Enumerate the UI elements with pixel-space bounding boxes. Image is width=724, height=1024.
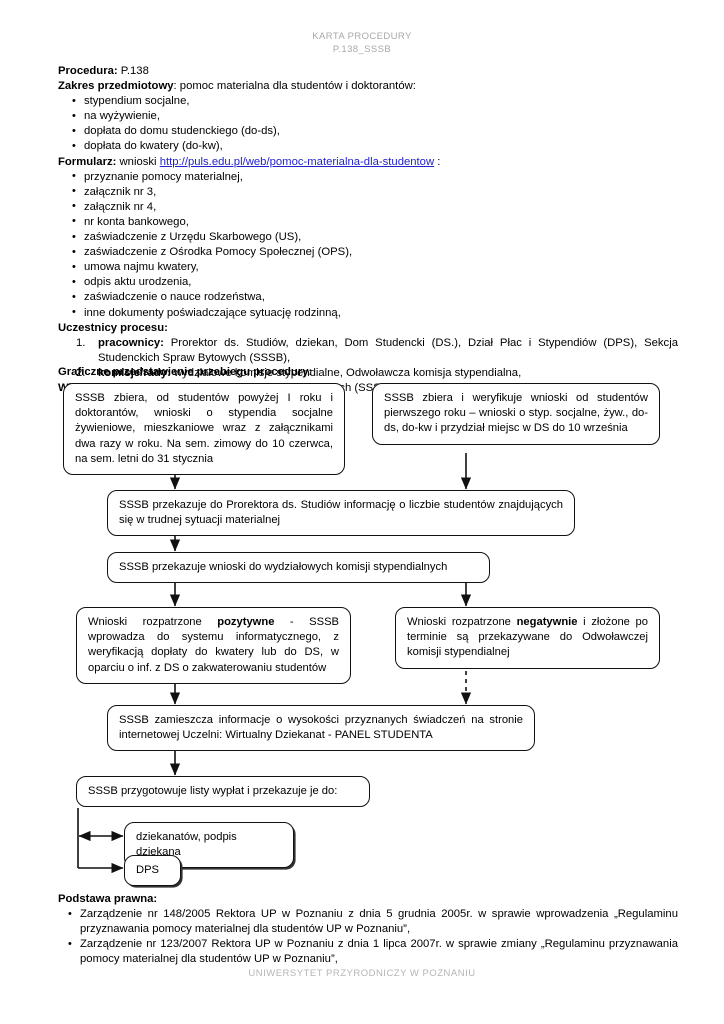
procedure-line: Procedura: P.138 <box>58 64 678 79</box>
forms-line: Formularz: wnioski http://puls.edu.pl/we… <box>58 155 678 170</box>
list-item: dopłata do kwatery (do-kw), <box>72 139 678 154</box>
procedure-value: P.138 <box>120 65 149 77</box>
flow-node-payment-lists[interactable]: SSSB przygotowuje listy wypłat i przekaz… <box>76 776 370 808</box>
positive-prefix: Wnioski rozpatrzone <box>88 616 218 628</box>
header-code: P.138_SSSB <box>332 44 392 55</box>
flow-node-dps[interactable]: DPS <box>124 855 181 887</box>
legal-basis-label-text: Podstawa prawna: <box>58 893 158 905</box>
forms-link[interactable]: http://puls.edu.pl/web/pomoc-materialna-… <box>159 155 435 168</box>
list-item: komisje/rady: wydziałowe komisje stypend… <box>76 366 678 381</box>
list-item: nr konta bankowego, <box>72 214 678 230</box>
list-item: załącznik nr 4, <box>72 199 678 215</box>
list-item: zaświadczenie z Ośrodka Pomocy Społeczne… <box>72 245 678 260</box>
document-body: Procedura: P.138 Zakres przedmiotowy: po… <box>58 64 678 396</box>
participants-list: pracownicy: Prorektor ds. Studiów, dziek… <box>58 336 678 381</box>
forms-list: przyznanie pomocy materialnej, załącznik… <box>58 169 678 321</box>
list-item: umowa najmu kwatery, <box>72 260 678 275</box>
negative-keyword: negatywnie <box>516 616 578 628</box>
legal-basis-list: Zarządzenie nr 148/2005 Rektora UP w Poz… <box>58 907 678 967</box>
list-item: Zarządzenie nr 148/2005 Rektora UP w Poz… <box>68 907 678 937</box>
list-item: pracownicy: Prorektor ds. Studiów, dziek… <box>76 336 678 366</box>
negative-suffix: i złożone po terminie są przekazywane do… <box>407 616 648 659</box>
positive-suffix: - SSSB wprowadza do systemu informatyczn… <box>88 616 339 674</box>
flow-node-negative-decision[interactable]: Wnioski rozpatrzone negatywnie i złożone… <box>395 607 660 669</box>
flowchart-heading: Graficzne przedstawienie przebiegu proce… <box>58 366 313 378</box>
scope-label: Zakres przedmiotowy <box>58 80 174 93</box>
flow-node-inform-prorector[interactable]: SSSB przekazuje do Prorektora ds. Studió… <box>107 490 575 537</box>
procedure-label: Procedura: <box>58 65 118 77</box>
flow-node-collect-first-year[interactable]: SSSB zbiera i weryfikuje wnioski od stud… <box>372 383 660 445</box>
document-footer: UNIWERSYTET PRZYRODNICZY W POZNANIU <box>248 968 476 979</box>
list-item: Zarządzenie nr 123/2007 Rektora UP w Poz… <box>68 937 678 967</box>
forms-label: Formularz: <box>58 155 117 168</box>
scope-line: Zakres przedmiotowy: pomoc materialna dl… <box>58 79 678 94</box>
negative-prefix: Wnioski rozpatrzone <box>407 616 517 628</box>
list-item: dopłata do domu studenckiego (do-ds), <box>72 124 678 139</box>
list-item: zaświadczenie o nauce rodzeństwa, <box>72 290 678 305</box>
participants-label: Uczestnicy procesu: <box>58 321 678 336</box>
participant-role: pracownicy: <box>98 336 164 349</box>
flow-node-deanery[interactable]: dziekanatów, podpis dziekana <box>124 822 294 869</box>
forms-suffix: : <box>434 155 441 168</box>
participant-role: komisje/rady: <box>98 366 171 379</box>
list-item: inne dokumenty poświadczające sytuację r… <box>72 305 678 321</box>
header-title: KARTA PROCEDURY <box>312 31 412 42</box>
list-item: odpis aktu urodzenia, <box>72 275 678 290</box>
flow-node-publish-info[interactable]: SSSB zamieszcza informacje o wysokości p… <box>107 705 535 752</box>
document-header: KARTA PROCEDURY P.138_SSSB <box>0 30 724 56</box>
participants-label-text: Uczestnicy procesu: <box>58 321 168 334</box>
positive-keyword: pozytywne <box>217 616 275 628</box>
list-item: przyznanie pomocy materialnej, <box>72 169 678 185</box>
flow-node-forward-to-commissions[interactable]: SSSB przekazuje wnioski do wydziałowych … <box>107 552 490 584</box>
list-item: na wyżywienie, <box>72 109 678 124</box>
list-item: załącznik nr 3, <box>72 184 678 200</box>
flow-node-collect-upper-years[interactable]: SSSB zbiera, od studentów powyżej I roku… <box>63 383 345 476</box>
legal-basis-label: Podstawa prawna: <box>58 892 678 907</box>
participant-detail: wydziałowe komisje stypendialne, Odwoław… <box>170 366 522 379</box>
scope-list: stypendium socjalne, na wyżywienie, dopł… <box>58 94 678 154</box>
participant-detail: Prorektor ds. Studiów, dziekan, Dom Stud… <box>98 336 678 364</box>
list-item: stypendium socjalne, <box>72 94 678 109</box>
flow-node-positive-decision[interactable]: Wnioski rozpatrzone pozytywne - SSSB wpr… <box>76 607 351 684</box>
legal-basis-section: Podstawa prawna: Zarządzenie nr 148/2005… <box>58 892 678 967</box>
scope-value: : pomoc materialna dla studentów i dokto… <box>173 80 416 93</box>
forms-prefix: wnioski <box>116 155 160 168</box>
list-item: zaświadczenie z Urzędu Skarbowego (US), <box>72 230 678 245</box>
